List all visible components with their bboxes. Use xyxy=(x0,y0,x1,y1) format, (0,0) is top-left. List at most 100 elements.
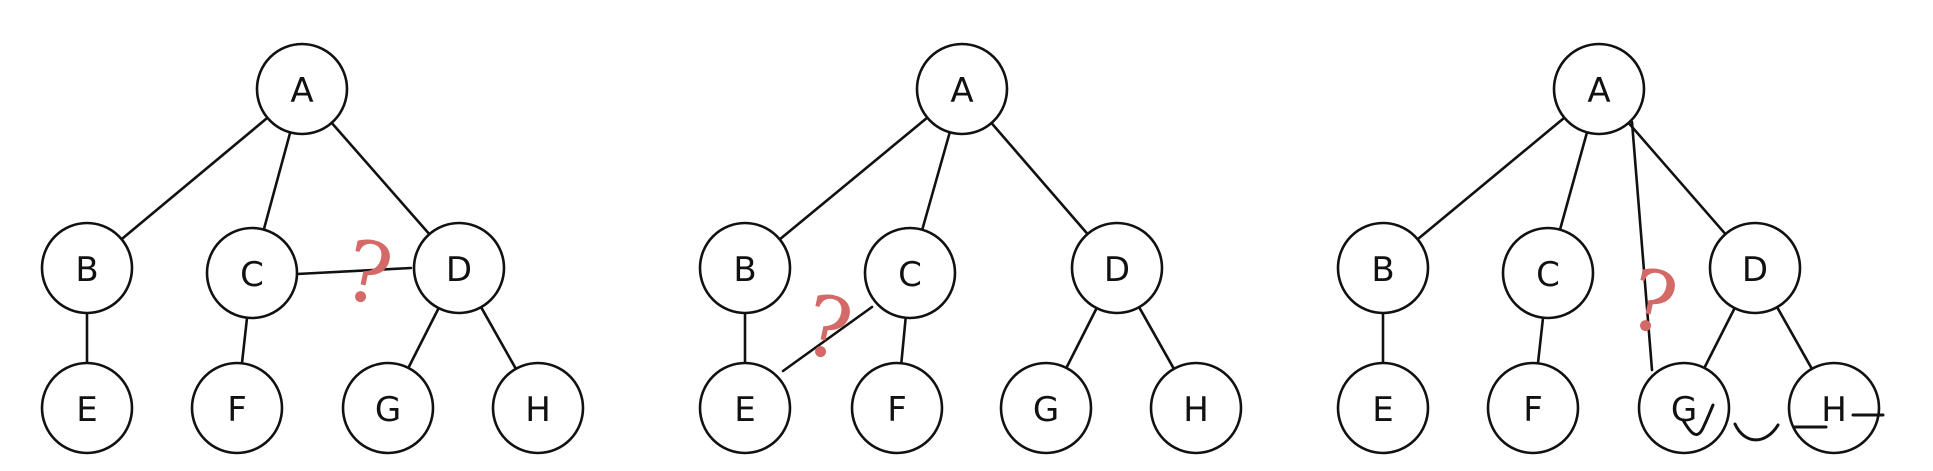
node-label: E xyxy=(734,390,755,430)
node-1-h: H xyxy=(491,361,585,455)
edge-1-a-b xyxy=(120,116,269,241)
node-label: C xyxy=(240,255,264,295)
node-label: H xyxy=(1183,390,1209,430)
node-circle xyxy=(412,221,506,315)
node-1-d: D xyxy=(412,221,506,315)
node-label: D xyxy=(446,250,472,290)
node-circle xyxy=(1486,361,1580,455)
node-label: C xyxy=(898,255,922,295)
question-marks-layer: ??? xyxy=(336,220,1685,380)
node-label: B xyxy=(1371,250,1394,290)
node-circle xyxy=(1708,221,1802,315)
node-3-b: B xyxy=(1336,221,1430,315)
edge-3-a-g xyxy=(1630,120,1654,372)
node-circle xyxy=(491,361,585,455)
node-1-a: A xyxy=(255,42,349,136)
edge-2-a-c xyxy=(920,131,952,231)
node-label: E xyxy=(1372,390,1393,430)
node-1-g: G xyxy=(341,361,435,455)
node-1-b: B xyxy=(40,221,134,315)
node-label: G xyxy=(375,390,401,430)
node-circle xyxy=(1149,361,1243,455)
node-circle xyxy=(205,226,299,320)
node-label: G xyxy=(1033,390,1059,430)
edge-2-a-b xyxy=(778,116,929,241)
node-label: F xyxy=(887,390,907,430)
node-2-g: G xyxy=(999,361,1093,455)
node-circle xyxy=(1336,361,1430,455)
node-2-c: C xyxy=(863,226,957,320)
node-1-e: E xyxy=(40,361,134,455)
node-label: A xyxy=(1587,71,1610,111)
node-3-h: H xyxy=(1787,361,1881,455)
edge-3-d-g xyxy=(1703,306,1736,370)
node-circle xyxy=(190,361,284,455)
node-label: C xyxy=(1536,255,1560,295)
node-1-f: F xyxy=(190,361,284,455)
node-label: F xyxy=(227,390,247,430)
node-label: A xyxy=(950,71,973,111)
node-label: E xyxy=(76,390,97,430)
node-circle xyxy=(1552,42,1646,136)
node-3-c: C xyxy=(1501,226,1595,320)
edge-3-d-h xyxy=(1775,305,1814,371)
edge-2-c-e xyxy=(781,305,874,373)
edge-3-a-c xyxy=(1558,131,1589,231)
question-mark-2: ? xyxy=(796,275,860,380)
edge-3-a-b xyxy=(1416,116,1566,241)
node-2-d: D xyxy=(1070,221,1164,315)
node-circle xyxy=(999,361,1093,455)
node-label: F xyxy=(1523,390,1543,430)
edge-1-c-f xyxy=(240,316,249,365)
edge-3-a-d xyxy=(1627,121,1727,236)
node-3-a: A xyxy=(1552,42,1646,136)
edge-2-d-h xyxy=(1137,305,1176,371)
edge-1-d-g xyxy=(407,306,440,370)
question-mark-1: ? xyxy=(336,220,400,325)
node-2-b: B xyxy=(698,221,792,315)
node-circle xyxy=(850,361,944,455)
node-label: A xyxy=(290,71,313,111)
node-label: B xyxy=(75,250,98,290)
node-circle xyxy=(255,42,349,136)
node-1-c: C xyxy=(205,226,299,320)
node-circle xyxy=(40,221,134,315)
node-circle xyxy=(40,361,134,455)
node-label: H xyxy=(1821,390,1847,430)
node-circle xyxy=(698,221,792,315)
node-3-e: E xyxy=(1336,361,1430,455)
edges-layer xyxy=(85,116,1814,373)
edge-1-a-c xyxy=(262,131,292,231)
watermark-logo xyxy=(1681,403,1885,442)
node-2-e: E xyxy=(698,361,792,455)
nodes-layer: A B C D E F G H A B C D E F G H A B C D E F G H xyxy=(40,42,1881,455)
edge-2-a-d xyxy=(990,121,1089,236)
edge-1-c-d xyxy=(295,266,413,276)
node-3-f: F xyxy=(1486,361,1580,455)
node-circle xyxy=(863,226,957,320)
question-mark-3: ? xyxy=(1621,249,1685,354)
edge-1-d-h xyxy=(479,305,518,371)
node-circle xyxy=(1336,221,1430,315)
node-label: D xyxy=(1742,250,1768,290)
edge-2-d-g xyxy=(1065,306,1098,370)
node-circle xyxy=(1070,221,1164,315)
edge-2-c-f xyxy=(900,316,907,365)
edge-3-c-f xyxy=(1536,316,1545,365)
edge-1-a-d xyxy=(330,121,431,236)
node-circle xyxy=(915,42,1009,136)
node-2-a: A xyxy=(915,42,1009,136)
node-2-f: F xyxy=(850,361,944,455)
node-label: H xyxy=(525,390,551,430)
node-circle xyxy=(1637,361,1731,455)
node-label: D xyxy=(1104,250,1130,290)
node-circle xyxy=(341,361,435,455)
node-3-g: G xyxy=(1637,361,1731,455)
node-label: B xyxy=(733,250,756,290)
node-circle xyxy=(1501,226,1595,320)
node-3-d: D xyxy=(1708,221,1802,315)
node-circle xyxy=(698,361,792,455)
node-circle xyxy=(1787,361,1881,455)
node-2-h: H xyxy=(1149,361,1243,455)
